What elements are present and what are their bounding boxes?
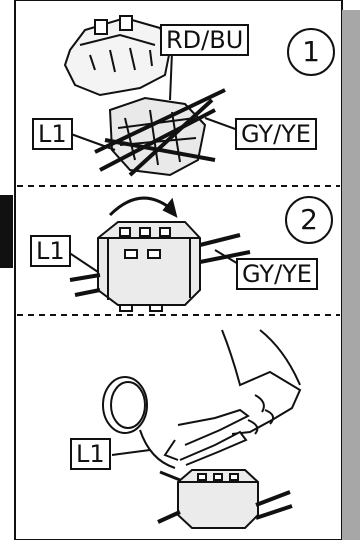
- step-number-badge: 2: [285, 196, 333, 244]
- step-number-badge: 1: [287, 28, 335, 76]
- conductor-label-l1: L1: [30, 235, 71, 267]
- conductor-label-rdbu: RD/BU: [160, 24, 249, 56]
- side-tab-marker: [0, 195, 13, 268]
- frame-shadow: [342, 10, 360, 540]
- conductor-label-l1: L1: [32, 118, 73, 150]
- conductor-label-gyye: GY/YE: [235, 118, 317, 150]
- conductor-label-gyye: GY/YE: [236, 258, 318, 290]
- conductor-label-l1: L1: [70, 438, 111, 470]
